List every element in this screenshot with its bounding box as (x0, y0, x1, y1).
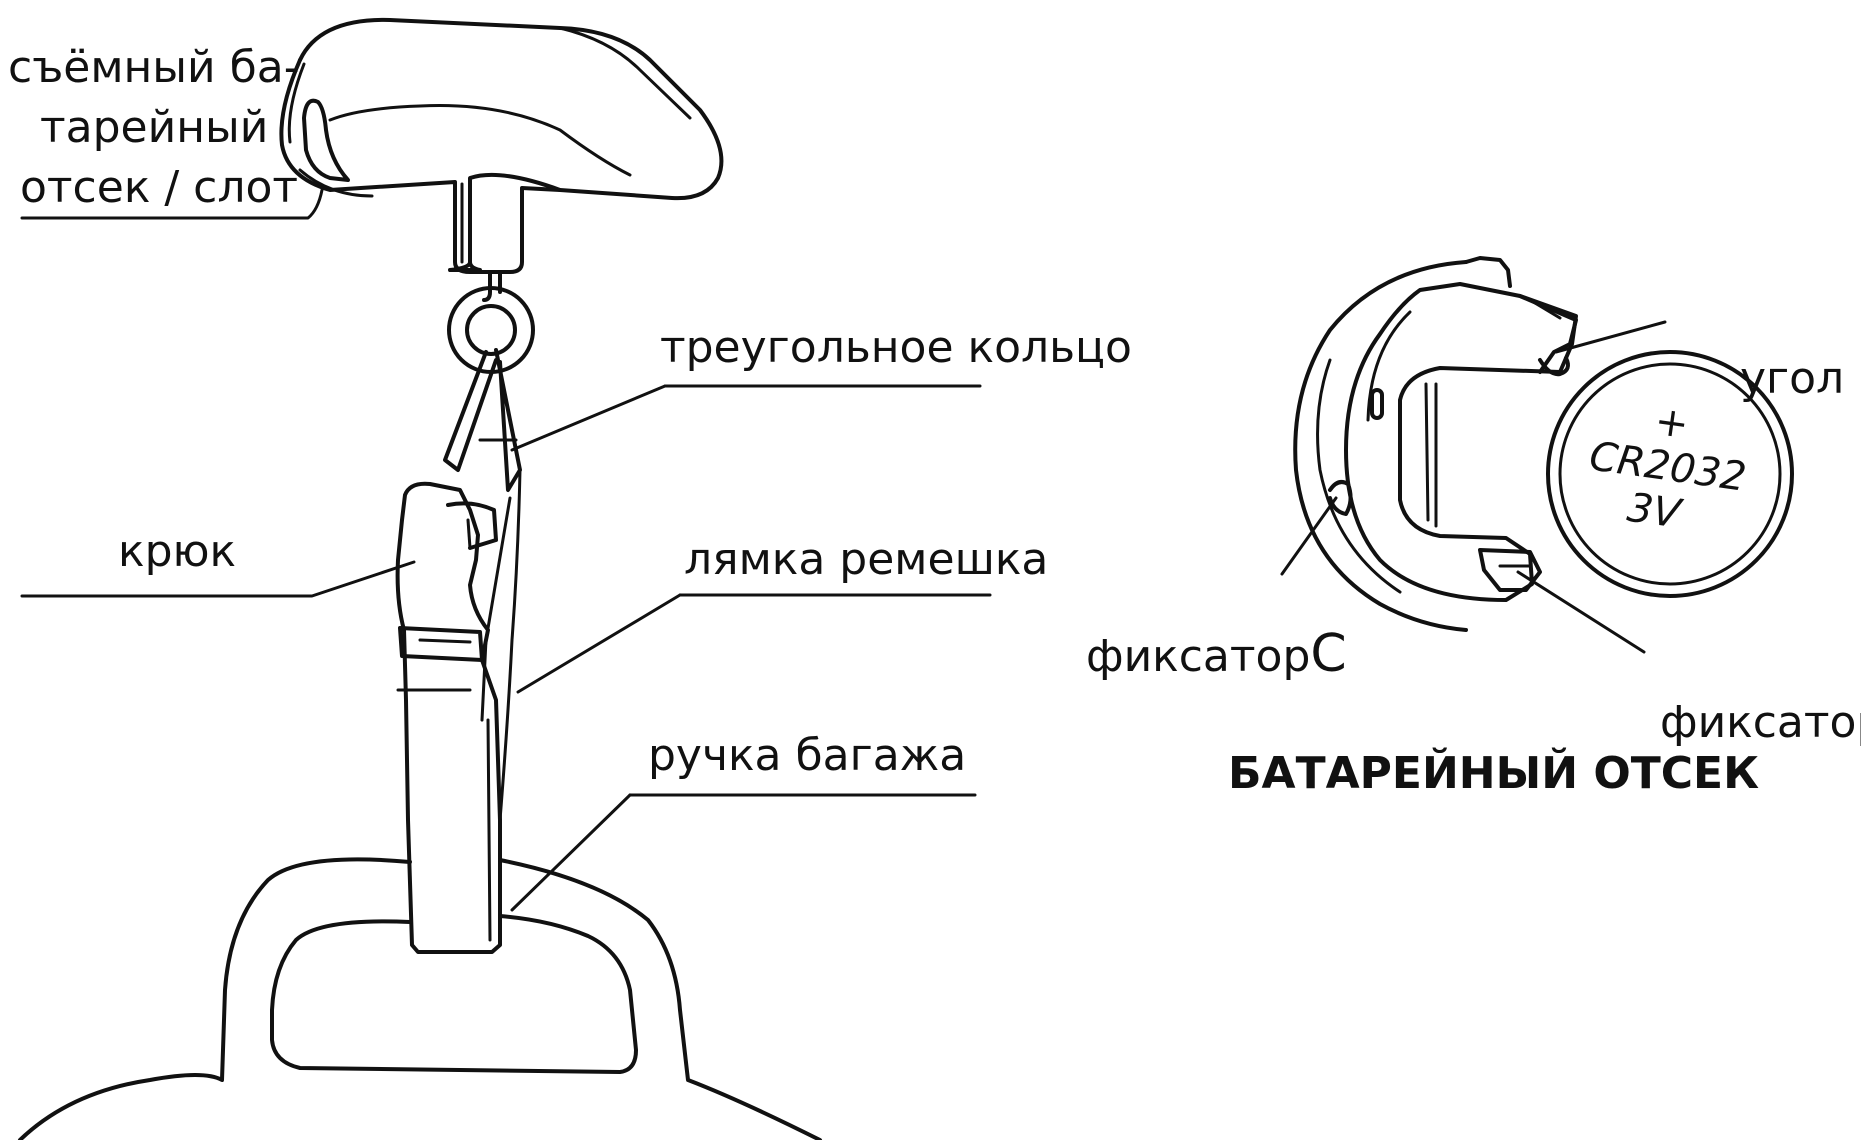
luggage-scale-drawing (18, 17, 992, 1140)
label-strap: лямка ремешка (684, 534, 1049, 585)
label-battery-slot-line2: тарейный (40, 102, 269, 153)
compartment-title: БАТАРЕЙНЫЙ ОТСЕК (1228, 748, 1760, 799)
label-latch-b: фиксатор B (1604, 636, 1861, 807)
battery-voltage: 3V (1624, 485, 1685, 538)
label-triangle-ring: треугольное кольцо (660, 322, 1132, 373)
label-corner-a: угол A (1684, 292, 1861, 463)
label-corner-word: угол (1739, 353, 1845, 404)
label-hook: крюк (118, 526, 237, 577)
label-latch-b-word: фиксатор (1659, 697, 1861, 748)
label-battery-slot-line3: отсек / слот (20, 162, 299, 213)
label-latch-c-letter: C (1310, 624, 1347, 684)
label-latch-c: фиксаторC (1030, 570, 1347, 741)
battery-polarity: + (1652, 398, 1692, 448)
label-latch-c-word: фиксатор (1085, 631, 1311, 682)
battery-compartment-drawing (1280, 256, 1794, 654)
label-battery-slot-line1: съёмный ба- (8, 42, 300, 93)
label-luggage-handle: ручка багажа (648, 730, 967, 781)
